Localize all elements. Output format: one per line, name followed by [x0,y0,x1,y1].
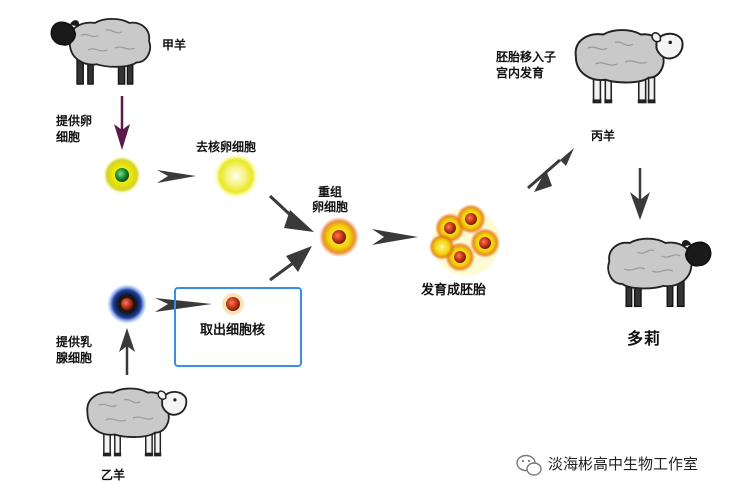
arrow-right-icon [372,229,418,245]
arrow-diag-up-icon [269,246,312,282]
highlight-box [174,287,302,367]
label-extract-nucleus: 取出细胞核 [200,323,266,338]
label-provide-egg-2: 细胞 [56,130,81,144]
label-sheep-c: 丙羊 [591,129,616,143]
embryo-icon [429,204,500,276]
arrow-right-icon [157,170,196,183]
label-sheep-a: 甲羊 [162,38,187,52]
sheep-b-icon [86,387,188,458]
label-transfer-1: 胚胎移入子 [496,50,557,64]
mammary-cell-icon [107,284,147,324]
arrow-down-icon [114,96,130,150]
label-provide-mammary-1: 提供乳 [56,335,93,349]
sheep-c-icon [574,28,684,105]
dolly-sheep-icon [607,237,712,308]
wechat-icon [516,454,542,476]
arrow-diag-down-icon [268,194,314,232]
label-recombined-1: 重组 [318,185,343,199]
egg-cell-icon [103,156,141,194]
nucleus-icon [222,293,244,315]
arrow-down-icon [630,168,650,220]
watermark-text: 淡海彬高中生物工作室 [548,455,699,473]
label-enucleated-egg: 去核卵细胞 [196,140,257,154]
recombined-cell-icon [319,217,359,257]
label-transfer-2: 宫内发育 [496,66,545,80]
arrow-right-icon [155,298,212,312]
label-provide-egg-1: 提供卵 [56,114,93,128]
label-recombined-2: 卵细胞 [312,200,349,214]
label-provide-mammary-2: 腺细胞 [56,351,93,365]
arrow-diag-up-icon [527,148,574,192]
label-embryo: 发育成胚胎 [421,283,487,298]
enucleated-egg-icon [214,154,258,198]
label-sheep-b: 乙羊 [101,468,126,482]
sheep-a-icon [50,17,152,86]
arrow-up-icon [119,328,135,375]
label-dolly: 多莉 [627,329,662,348]
